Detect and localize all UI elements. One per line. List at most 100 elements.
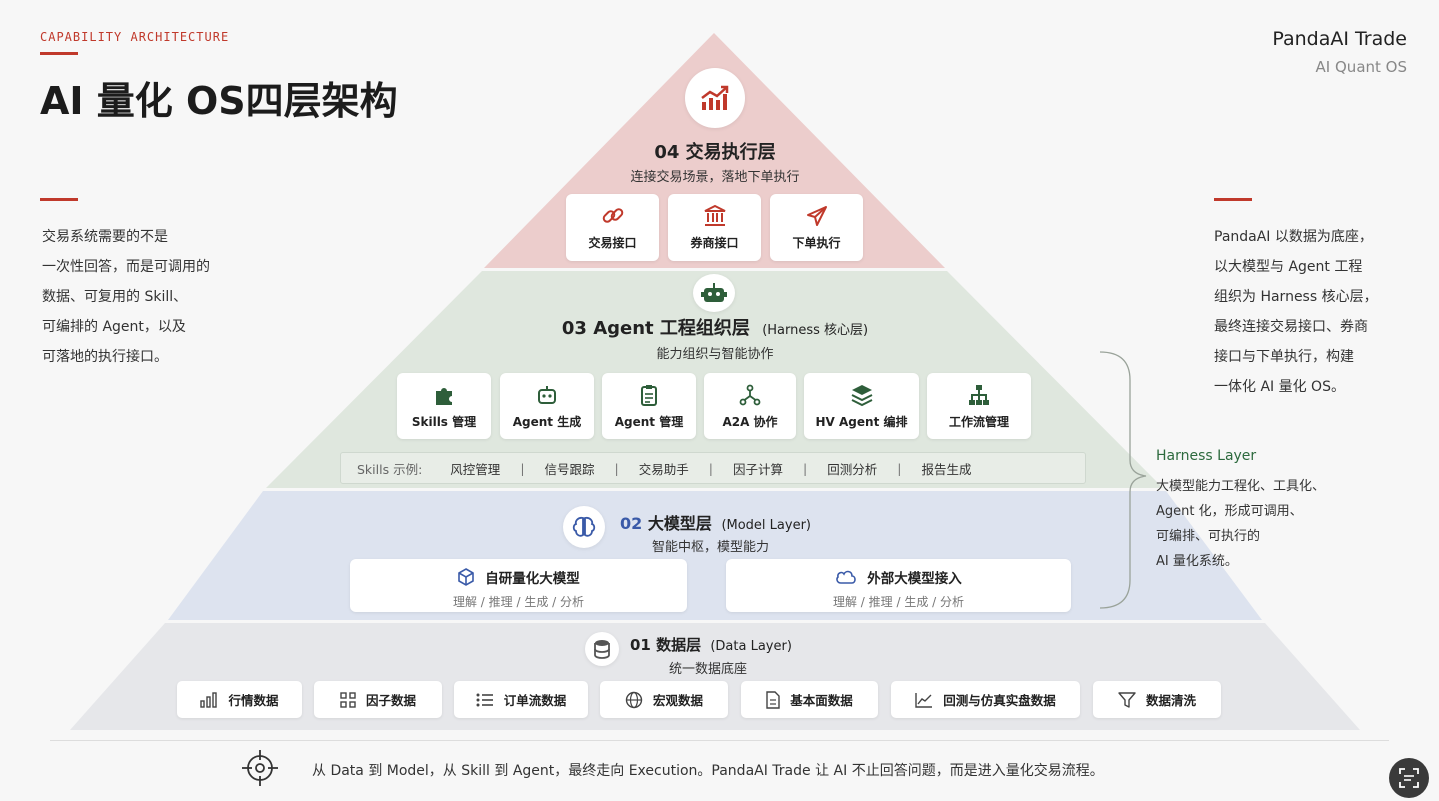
footer: 从 Data 到 Model，从 Skill 到 Agent，最终走向 Exec… [0, 740, 1439, 801]
harness-desc-line: AI 量化系统。 [1156, 554, 1238, 569]
skill-example[interactable]: 信号跟踪 [544, 461, 595, 477]
right-note-line: 接口与下单执行，构建 [1214, 349, 1354, 365]
card-order-execution[interactable]: 下单执行 [770, 194, 863, 261]
skill-example[interactable]: 交易助手 [638, 461, 689, 477]
left-note-line: 可编排的 Agent，以及 [42, 319, 186, 335]
pill-macro-data[interactable]: 宏观数据 [600, 681, 728, 718]
left-note-line: 一次性回答，而是可调用的 [42, 259, 210, 275]
layer4-subtitle: 连接交易场景，落地下单执行 [630, 170, 800, 185]
footer-divider [50, 740, 1389, 741]
skill-example[interactable]: 报告生成 [921, 461, 972, 477]
card-label: HV Agent 编排 [815, 414, 908, 429]
pill-label: 行情数据 [228, 693, 279, 708]
target-icon [240, 748, 280, 792]
card-trade-interface[interactable]: 交易接口 [566, 194, 659, 261]
section-kicker: CAPABILITY ARCHITECTURE [40, 30, 230, 44]
layer1-subtitle: 统一数据底座 [669, 662, 748, 677]
left-note-line: 交易系统需要的不是 [42, 229, 168, 245]
separator: | [614, 460, 619, 476]
model-box-in-house[interactable]: 自研量化大模型 理解 / 推理 / 生成 / 分析 [350, 559, 687, 612]
card-skills-management[interactable]: Skills 管理 [397, 373, 491, 439]
pill-backtest-data[interactable]: 回测与仿真实盘数据 [891, 681, 1080, 718]
document-icon [766, 690, 780, 709]
pill-market-data[interactable]: 行情数据 [177, 681, 302, 718]
model-box-subtitle: 理解 / 推理 / 生成 / 分析 [452, 595, 585, 609]
card-label: 工作流管理 [948, 414, 1009, 429]
org-chart-icon [967, 383, 991, 407]
scan-text-button[interactable] [1389, 758, 1429, 798]
puzzle-icon [432, 383, 456, 407]
brand-block: PandaAI Trade AI Quant OS [1272, 28, 1407, 76]
skill-example[interactable]: 回测分析 [827, 461, 878, 477]
scan-text-icon [1399, 768, 1419, 788]
pill-fundamental-data[interactable]: 基本面数据 [741, 681, 878, 718]
cloud-icon [835, 569, 857, 585]
footer-statement: 从 Data 到 Model，从 Skill 到 Agent，最终走向 Exec… [312, 763, 1104, 779]
right-note-line: 以大模型与 Agent 工程 [1214, 259, 1363, 275]
network-icon [738, 383, 762, 407]
harness-layer-desc: 大模型能力工程化、工具化、 Agent 化，形成可调用、 可编排、可执行的 AI… [1156, 474, 1325, 574]
grid-icon [340, 691, 356, 708]
pill-label: 订单流数据 [503, 693, 567, 708]
cube-icon [457, 568, 475, 586]
bot-icon [535, 383, 559, 407]
layer1-title-row: 01 数据层 (Data Layer) [630, 634, 792, 655]
layer2-number: 02 [620, 514, 643, 533]
layer3-title: 03 Agent 工程组织层 [561, 318, 750, 339]
model-box-title: 外部大模型接入 [867, 571, 962, 587]
line-chart-icon [915, 692, 933, 708]
left-note: 交易系统需要的不是 一次性回答，而是可调用的 数据、可复用的 Skill、 可编… [42, 222, 210, 372]
harness-desc-line: 大模型能力工程化、工具化、 [1156, 479, 1326, 494]
right-note-line: 组织为 Harness 核心层， [1214, 289, 1378, 305]
pill-order-flow-data[interactable]: 订单流数据 [454, 681, 588, 718]
separator: | [897, 460, 902, 476]
right-note-line: 最终连接交易接口、券商 [1214, 319, 1368, 335]
skill-example[interactable]: 因子计算 [733, 461, 784, 477]
harness-layer-title: Harness Layer [1156, 448, 1257, 464]
layer3-title-row: 03 Agent 工程组织层 (Harness 核心层) [440, 314, 990, 340]
layer1-title: 01 数据层 [630, 636, 702, 654]
card-label: A2A 协作 [722, 414, 778, 429]
card-agent-management[interactable]: Agent 管理 [602, 373, 696, 439]
layer3-subtitle: 能力组织与智能协作 [656, 347, 774, 362]
left-note-line: 数据、可复用的 Skill、 [42, 289, 188, 305]
separator: | [803, 460, 808, 476]
card-a2a-collaboration[interactable]: A2A 协作 [704, 373, 796, 439]
bank-icon [703, 204, 727, 228]
right-note-accent-bar [1214, 198, 1252, 201]
card-hv-agent-orchestration[interactable]: HV Agent 编排 [804, 373, 919, 439]
pill-data-cleaning[interactable]: 数据清洗 [1093, 681, 1221, 718]
layers-icon [850, 383, 874, 407]
card-agent-generation[interactable]: Agent 生成 [500, 373, 594, 439]
list-icon [476, 692, 494, 708]
harness-desc-line: Agent 化，形成可调用、 [1156, 504, 1303, 519]
pill-factor-data[interactable]: 因子数据 [314, 681, 442, 718]
model-box-subtitle: 理解 / 推理 / 生成 / 分析 [832, 595, 965, 609]
right-note: PandaAI 以数据为底座， 以大模型与 Agent 工程 组织为 Harne… [1214, 222, 1378, 402]
card-workflow-management[interactable]: 工作流管理 [927, 373, 1031, 439]
card-label: 下单执行 [792, 236, 841, 250]
card-label: Skills 管理 [411, 414, 477, 429]
skill-example[interactable]: 风控管理 [450, 461, 501, 477]
layer2-title-note: (Model Layer) [721, 518, 811, 533]
brand-name: PandaAI Trade [1272, 28, 1407, 50]
model-box-external[interactable]: 外部大模型接入 理解 / 推理 / 生成 / 分析 [726, 559, 1071, 612]
pill-label: 基本面数据 [790, 693, 853, 708]
harness-bracket [1099, 351, 1147, 609]
card-broker-interface[interactable]: 券商接口 [668, 194, 761, 261]
kicker-accent-bar [40, 52, 78, 55]
link-icon [601, 204, 625, 228]
pill-label: 数据清洗 [1145, 693, 1196, 708]
layer1-title-note: (Data Layer) [710, 639, 792, 654]
left-note-accent-bar [40, 198, 78, 201]
card-label: Agent 生成 [512, 414, 582, 429]
globe-icon [625, 691, 643, 709]
model-box-title: 自研量化大模型 [485, 571, 580, 587]
card-label: Agent 管理 [614, 414, 684, 429]
skills-examples-label: Skills 示例: [357, 461, 423, 477]
right-note-line: 一体化 AI 量化 OS。 [1214, 379, 1345, 395]
layer2-title: 大模型层 [647, 514, 712, 533]
trend-up-icon [685, 68, 745, 128]
page-title: AI 量化 OS四层架构 [40, 79, 398, 123]
layer3-title-note: (Harness 核心层) [762, 323, 869, 338]
